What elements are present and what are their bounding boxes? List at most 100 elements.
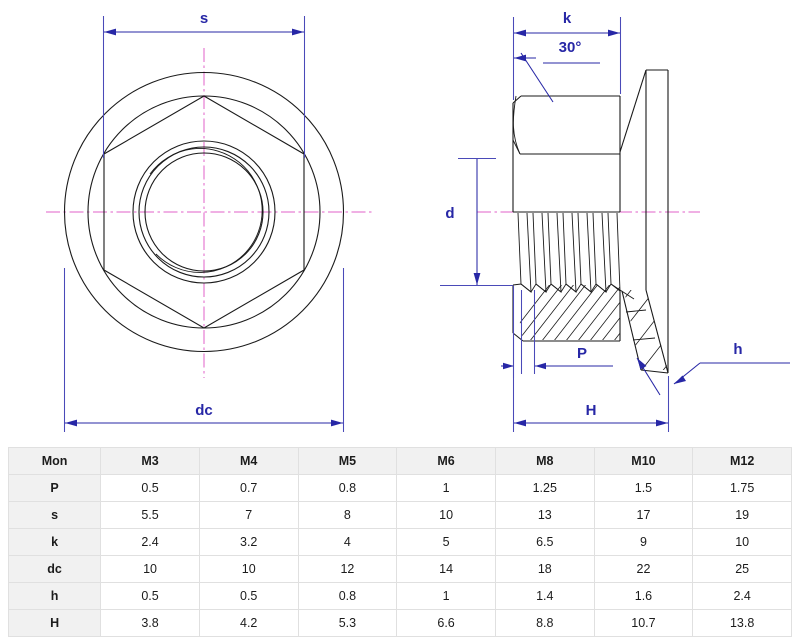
- table-header-m3: M3: [100, 447, 200, 475]
- table-cell: 1.6: [593, 582, 694, 610]
- table-cell: 1: [396, 474, 496, 502]
- dimension-dc-arrow-left: [65, 419, 77, 427]
- flange-outer-circle: [63, 71, 345, 353]
- table-cell: 0.8: [297, 582, 398, 610]
- table-cell: 0.5: [198, 582, 299, 610]
- row-label: s: [7, 501, 102, 529]
- bore-circle: [144, 152, 264, 272]
- top-view-group: s dc: [46, 10, 372, 432]
- table-cell: 17: [593, 501, 694, 529]
- table-row: k 2.4 3.2 4 5 6.5 9 10: [7, 528, 792, 556]
- table-cell: 1.25: [494, 474, 595, 502]
- table-cell: 3.8: [100, 609, 200, 637]
- dimension-P-arrow-right: [535, 362, 546, 370]
- table-cell: 4: [297, 528, 398, 556]
- table-cell: 1.75: [692, 474, 792, 502]
- dimension-angle-label: 30°: [559, 39, 582, 56]
- table-cell: 19: [692, 501, 792, 529]
- table-cell: 18: [494, 555, 595, 583]
- thread-root-line: [512, 283, 621, 293]
- dimension-dc-arrow-right: [331, 419, 343, 427]
- table-row: P 0.5 0.7 0.8 1 1.25 1.5 1.75: [7, 474, 792, 502]
- table-cell: 0.8: [297, 474, 398, 502]
- hex-body-upper: [512, 95, 621, 212]
- flange-underside-taper: [645, 289, 669, 374]
- table-header-mon: Mon: [7, 447, 102, 475]
- table-cell: 8.8: [494, 609, 595, 637]
- dimension-H-label: H: [586, 402, 597, 419]
- table-cell: 0.5: [100, 582, 200, 610]
- table-cell: 6.6: [396, 609, 496, 637]
- table-cell: 10: [198, 555, 299, 583]
- row-label: dc: [7, 555, 102, 583]
- flange-profile: [619, 69, 669, 374]
- table-cell: 13.8: [692, 609, 792, 637]
- table-cell: 10: [100, 555, 200, 583]
- row-label: P: [7, 474, 102, 502]
- body-hatch-lines: [513, 285, 620, 340]
- angle-leader-slant: [520, 52, 554, 103]
- table-header-row: Mon M3 M4 M5 M6 M8 M10 M12: [7, 447, 792, 475]
- row-label: h: [7, 582, 102, 610]
- table-cell: 0.5: [100, 474, 200, 502]
- flange-section-notch-a: [619, 289, 635, 300]
- table-cell: 7: [198, 501, 299, 529]
- dimension-angle-30: 30°: [514, 39, 600, 103]
- table-cell: 13: [494, 501, 595, 529]
- table-header-m12: M12: [692, 447, 792, 475]
- dimension-k: k: [512, 10, 622, 100]
- flange-bearing-edge: [640, 369, 669, 374]
- table-cell: 5.5: [100, 501, 200, 529]
- dimension-P-arrow-left: [503, 362, 514, 370]
- dimension-d-arrow-bottom: [473, 273, 481, 285]
- body-section-hatched: [512, 285, 621, 342]
- table-cell: 2.4: [692, 582, 792, 610]
- table-cell: 5: [396, 528, 496, 556]
- table-row: s 5.5 7 8 10 13 17 19: [7, 501, 792, 529]
- hex-chamfer-corner-line: [512, 139, 521, 155]
- dimension-s-arrow-left: [104, 28, 116, 36]
- table-header-m6: M6: [396, 447, 496, 475]
- dimension-k-arrow-right: [608, 29, 620, 37]
- hex-body-top-left-chamfer: [512, 95, 522, 104]
- dimension-dc: dc: [63, 268, 345, 432]
- table-row: H 3.8 4.2 5.3 6.6 8.8 10.7 13.8: [7, 609, 792, 637]
- table-cell: 2.4: [100, 528, 200, 556]
- table-header-m5: M5: [297, 447, 398, 475]
- hex-chamfer-arc: [512, 95, 521, 155]
- thread-teeth: [517, 212, 621, 293]
- dimension-H-arrow-left: [514, 419, 526, 427]
- table-cell: 22: [593, 555, 694, 583]
- table-row: dc 10 10 12 14 18 22 25: [7, 555, 792, 583]
- table-cell: 1.5: [593, 474, 694, 502]
- dimension-H: H: [512, 334, 670, 432]
- table-cell: 14: [396, 555, 496, 583]
- dimension-s: s: [102, 10, 306, 158]
- table-cell: 3.2: [198, 528, 299, 556]
- thread-outer-circle: [132, 140, 276, 284]
- table-cell: 5.3: [297, 609, 398, 637]
- flange-section-hatched: [619, 289, 668, 371]
- table-cell: 4.2: [198, 609, 299, 637]
- spec-table-container: Mon M3 M4 M5 M6 M8 M10 M12 P 0.5 0.7 0.8…: [7, 447, 792, 637]
- dimension-h-arrow-head: [674, 375, 686, 384]
- dimension-k-label: k: [563, 10, 572, 27]
- technical-drawing: s dc: [46, 10, 790, 432]
- dimension-h-arrow-inner: [637, 358, 647, 370]
- section-view-group: k 30° d: [440, 10, 790, 432]
- table-cell: 10: [396, 501, 496, 529]
- dimension-s-label: s: [200, 10, 208, 27]
- row-label: H: [7, 609, 102, 637]
- dimension-P: P: [501, 286, 613, 378]
- flange-top-slant: [619, 69, 647, 153]
- angle-arrow-head: [514, 54, 526, 62]
- table-cell: 6.5: [494, 528, 595, 556]
- dimension-d-label: d: [445, 205, 454, 222]
- table-cell: 0.7: [198, 474, 299, 502]
- table-body: P 0.5 0.7 0.8 1 1.25 1.5 1.75 s 5.5 7 8 …: [7, 474, 792, 637]
- table-cell: 9: [593, 528, 694, 556]
- table-cell: 10.7: [593, 609, 694, 637]
- table-cell: 1.4: [494, 582, 595, 610]
- table-cell: 8: [297, 501, 398, 529]
